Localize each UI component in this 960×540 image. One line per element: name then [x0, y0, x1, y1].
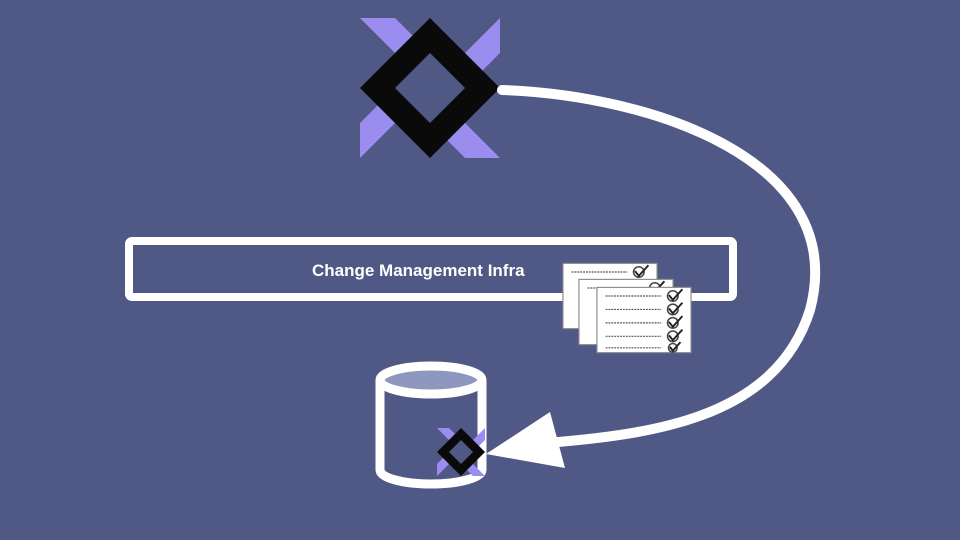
change-management-bar — [125, 237, 737, 301]
flow-arrow-head — [486, 412, 565, 468]
flow-arrow-line — [497, 85, 821, 449]
change-management-label: Change Management Infra — [312, 261, 525, 280]
checklist-documents-icon — [562, 262, 692, 354]
pinwheel-logo-icon — [360, 18, 500, 158]
